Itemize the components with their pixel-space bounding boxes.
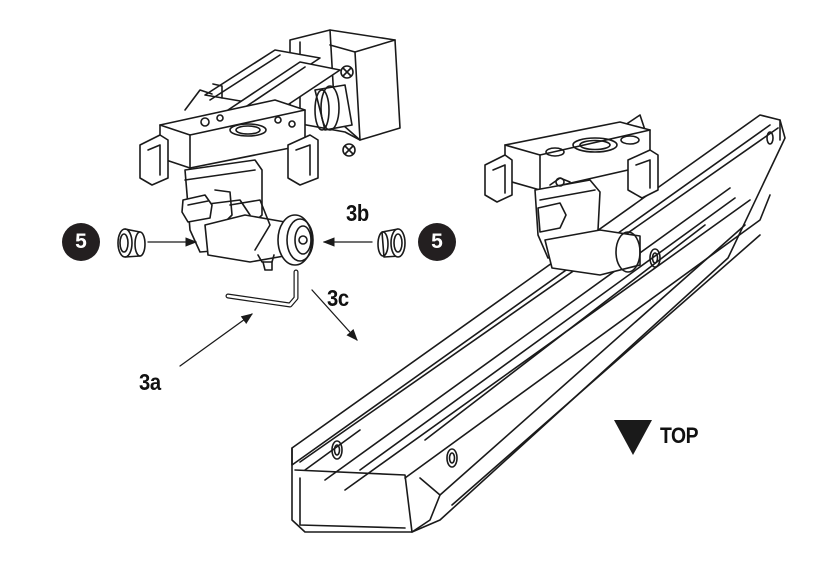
bushing-left	[117, 228, 146, 258]
label-3c: 3c	[327, 285, 349, 311]
motor-drive-assembly	[139, 29, 401, 271]
callout-5-right: 5	[418, 223, 456, 261]
top-triangle-icon	[614, 420, 652, 455]
hex-key	[225, 269, 299, 308]
label-3b: 3b	[346, 200, 369, 226]
bushing-right	[377, 228, 406, 258]
linear-rail-track	[291, 114, 786, 533]
callout-5-left: 5	[62, 223, 100, 261]
top-label: TOP	[660, 423, 699, 448]
label-3a: 3a	[139, 369, 161, 395]
rail-carriage	[484, 121, 659, 276]
arrow-3a	[179, 313, 253, 367]
arrow-3c	[311, 289, 358, 341]
